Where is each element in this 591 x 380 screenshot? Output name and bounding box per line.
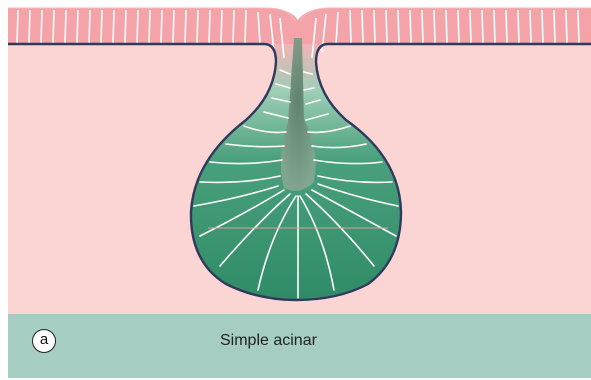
panel-letter-badge: a bbox=[32, 329, 56, 353]
figure-caption: Simple acinar bbox=[220, 332, 317, 350]
caption-band: a Simple acinar bbox=[8, 314, 591, 378]
